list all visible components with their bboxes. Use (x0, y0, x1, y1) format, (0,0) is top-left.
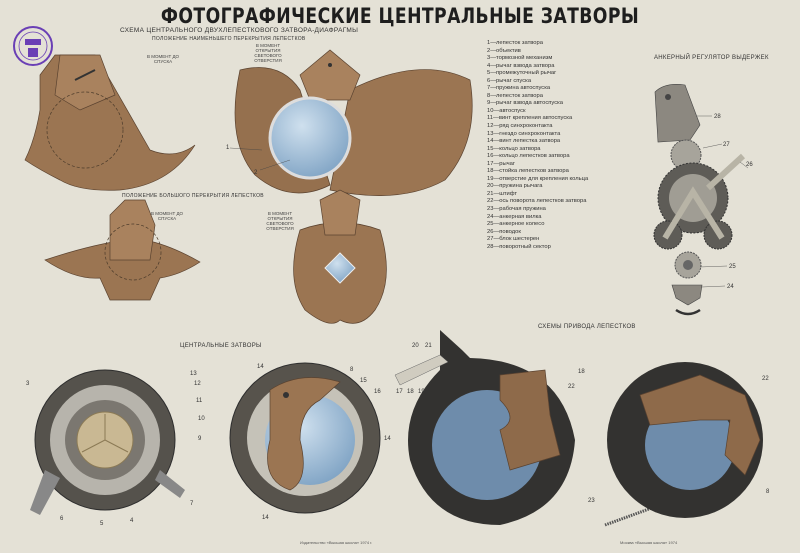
callout: 5 (100, 521, 104, 527)
callout: 12 (194, 381, 201, 387)
callout: 24 (727, 284, 734, 290)
drive-schemes-title: СХЕМЫ ПРИВОДА ЛЕПЕСТКОВ (538, 324, 636, 330)
legend-item: 1—лепесток затвора (487, 40, 543, 46)
callout: 14 (384, 436, 391, 442)
callout: 27 (723, 142, 730, 148)
petal-drive-scheme-1: 20 21 17 18 19 18 22 8 23 (394, 330, 661, 527)
callout: 10 (198, 416, 205, 422)
callout: 11 (196, 398, 203, 404)
legend-item: 20—пружина рычага (487, 183, 543, 190)
footer-publisher: Москва «Высшая школа» 1974 (620, 540, 678, 545)
callout: 14 (257, 364, 264, 370)
legend-item: 18—стойка лепестков затвора (487, 168, 569, 175)
callout: 22 (762, 376, 769, 382)
callout: 4 (130, 518, 134, 524)
legend-item: 6—рычаг спуска (487, 77, 532, 84)
legend-item: 4—рычаг взвода затвора (487, 62, 555, 69)
callout: 8 (570, 451, 574, 457)
legend-item: 5—промежуточный рычаг (487, 70, 557, 77)
legend-item: 16—кольцо лепестков затвора (487, 153, 570, 160)
petal-diagram-large-overlap-before (44, 199, 201, 301)
callout: 20 (412, 343, 419, 349)
callout: 2 (254, 170, 258, 176)
top-section-title: СХЕМА ЦЕНТРАЛЬНОГО ДВУХЛЕПЕСТКОВОГО ЗАТВ… (120, 27, 359, 34)
callout: 17 (396, 389, 403, 395)
top-section-subtitle: ПОЛОЖЕНИЕ НАИМЕНЬШЕГО ПЕРЕКРЫТИЯ ЛЕПЕСТК… (152, 36, 306, 42)
callout: 7 (190, 501, 194, 507)
legend-item: 3—тормозной механизм (487, 55, 553, 62)
callout: 8 (766, 489, 770, 495)
middle-section-subtitle: ПОЛОЖЕНИЕ БОЛЬШОГО ПЕРЕКРЫТИЯ ЛЕПЕСТКОВ (122, 193, 264, 199)
legend-item: 23—рабочая пружина (487, 206, 546, 213)
anchor-regulator-title: АНКЕРНЫЙ РЕГУЛЯТОР ВЫДЕРЖЕК (654, 55, 769, 61)
legend-item: 28—поворотный сектор (487, 243, 551, 250)
petal-diagram-small-overlap-opening: 1 2 (226, 49, 473, 196)
callout: 15 (360, 378, 367, 384)
legend-item: 13—гнездо синхроконтакта (487, 130, 561, 137)
poster-title: ФОТОГРАФИЧЕСКИЕ ЦЕНТРАЛЬНЫЕ ЗАТВОРЫ (160, 4, 640, 28)
callout: 28 (714, 114, 721, 120)
anchor-regulator-diagram: 28 27 26 25 24 (653, 84, 753, 316)
legend-item: 17—рычаг (487, 160, 515, 167)
legend-item: 14—винт лепестка затвора (487, 138, 561, 145)
callout: 23 (588, 498, 595, 504)
top-before-release-label: В МОМЕНТ ДО СПУСКА (146, 54, 180, 64)
middle-opening-label: В МОМЕНТ ОТКРЫТИЯ СВЕТОВОГО ОТВЕРСТИЯ (266, 211, 294, 231)
callout: 8 (350, 367, 354, 373)
callout: 19 (418, 389, 425, 395)
legend-item: 27—блок шестерен (487, 236, 540, 243)
parts-legend: 1—лепесток затвора 2—объектив 3—тормозно… (487, 40, 588, 251)
callout: 6 (60, 516, 64, 522)
callout: 1 (226, 145, 230, 151)
callout: 22 (568, 384, 575, 390)
callout: 14 (262, 515, 269, 521)
top-opening-label: В МОМЕНТ ОТКРЫТИЯ СВЕТОВОГО ОТВЕРСТИЯ (254, 43, 282, 63)
legend-item: 7—пружина автоспуска (487, 85, 551, 92)
legend-item: 12—ряд синхроконтакта (487, 123, 553, 130)
legend-item: 15—кольцо затвора (487, 145, 541, 152)
central-shutter-petals: 14 8 15 16 14 14 (229, 362, 391, 521)
callout: 13 (190, 371, 197, 377)
central-shutter-mechanism: 3 13 12 11 10 9 7 6 5 4 (26, 369, 205, 527)
legend-item: 19—отверстие для крепления кольца (487, 175, 589, 182)
callout: 16 (374, 389, 381, 395)
legend-item: 10—автоспуск (487, 107, 526, 114)
middle-before-release-label: В МОМЕНТ ДО СПУСКА (150, 211, 184, 221)
legend-item: 2—объектив (487, 47, 521, 54)
callout: 26 (746, 162, 753, 168)
legend-item: 11—винт крепления автоспуска (487, 115, 573, 122)
legend-item: 25—анкерное колесо (487, 221, 545, 228)
central-shutters-title: ЦЕНТРАЛЬНЫЕ ЗАТВОРЫ (180, 343, 262, 349)
callout: 9 (198, 436, 202, 442)
callout: 25 (729, 264, 736, 270)
legend-item: 26—поводок (487, 228, 521, 235)
callout: 3 (26, 381, 30, 387)
petal-drive-scheme-2: 22 8 (607, 362, 770, 518)
petal-diagram-small-overlap-before (24, 54, 196, 191)
petal-diagram-large-overlap-opening (293, 189, 387, 324)
callout: 18 (407, 389, 414, 395)
callout: 21 (425, 343, 432, 349)
legend-item: 8—лепесток затвора (487, 92, 543, 99)
legend-item: 22—ось поворота лепестков затвора (487, 198, 587, 205)
museum-stamp (13, 26, 53, 66)
footer-credits: Издательство «Высшая школа» 1974 г. (300, 540, 373, 545)
legend-item: 9—рычаг взвода автоспуска (487, 100, 564, 107)
legend-item: 24—анкерная вилка (487, 213, 542, 220)
legend-item: 21—штифт (487, 190, 518, 197)
callout: 18 (578, 369, 585, 375)
